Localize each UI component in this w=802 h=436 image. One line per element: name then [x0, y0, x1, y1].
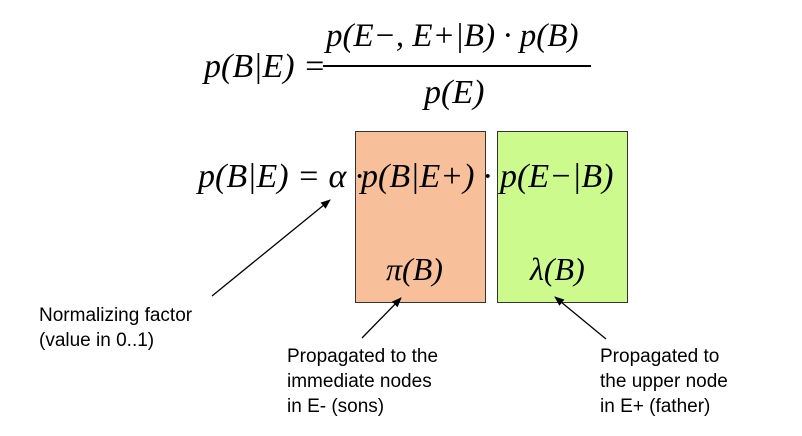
- pi-symbol: π(B): [386, 251, 443, 287]
- formula-top-denominator: p(E): [424, 74, 485, 111]
- formula-term-pi: p(B|E+) ·: [361, 158, 492, 195]
- label-propagated-sons: Propagated to the immediate nodes in E- …: [287, 346, 439, 417]
- label-propagated-father: Propagated to the upper node in E+ (fath…: [600, 346, 728, 417]
- lambda-box: [497, 131, 628, 303]
- label-normalizing-factor: Normalizing factor (value in 0..1): [39, 305, 193, 351]
- formula-bottom-lhs: p(B|E) = α ·: [198, 158, 364, 195]
- formula-term-lambda: p(E−|B): [500, 158, 614, 195]
- pi-box: [355, 131, 486, 303]
- lambda-symbol: λ(B): [530, 251, 585, 287]
- formula-top-numerator: p(E−, E+|B) · p(B): [326, 18, 579, 54]
- arrow-sons: [361, 297, 402, 339]
- fraction-bar: [323, 65, 591, 67]
- formula-top-lhs: p(B|E) =: [204, 48, 326, 85]
- arrow-normalizing: [211, 199, 331, 297]
- arrow-father: [554, 296, 607, 340]
